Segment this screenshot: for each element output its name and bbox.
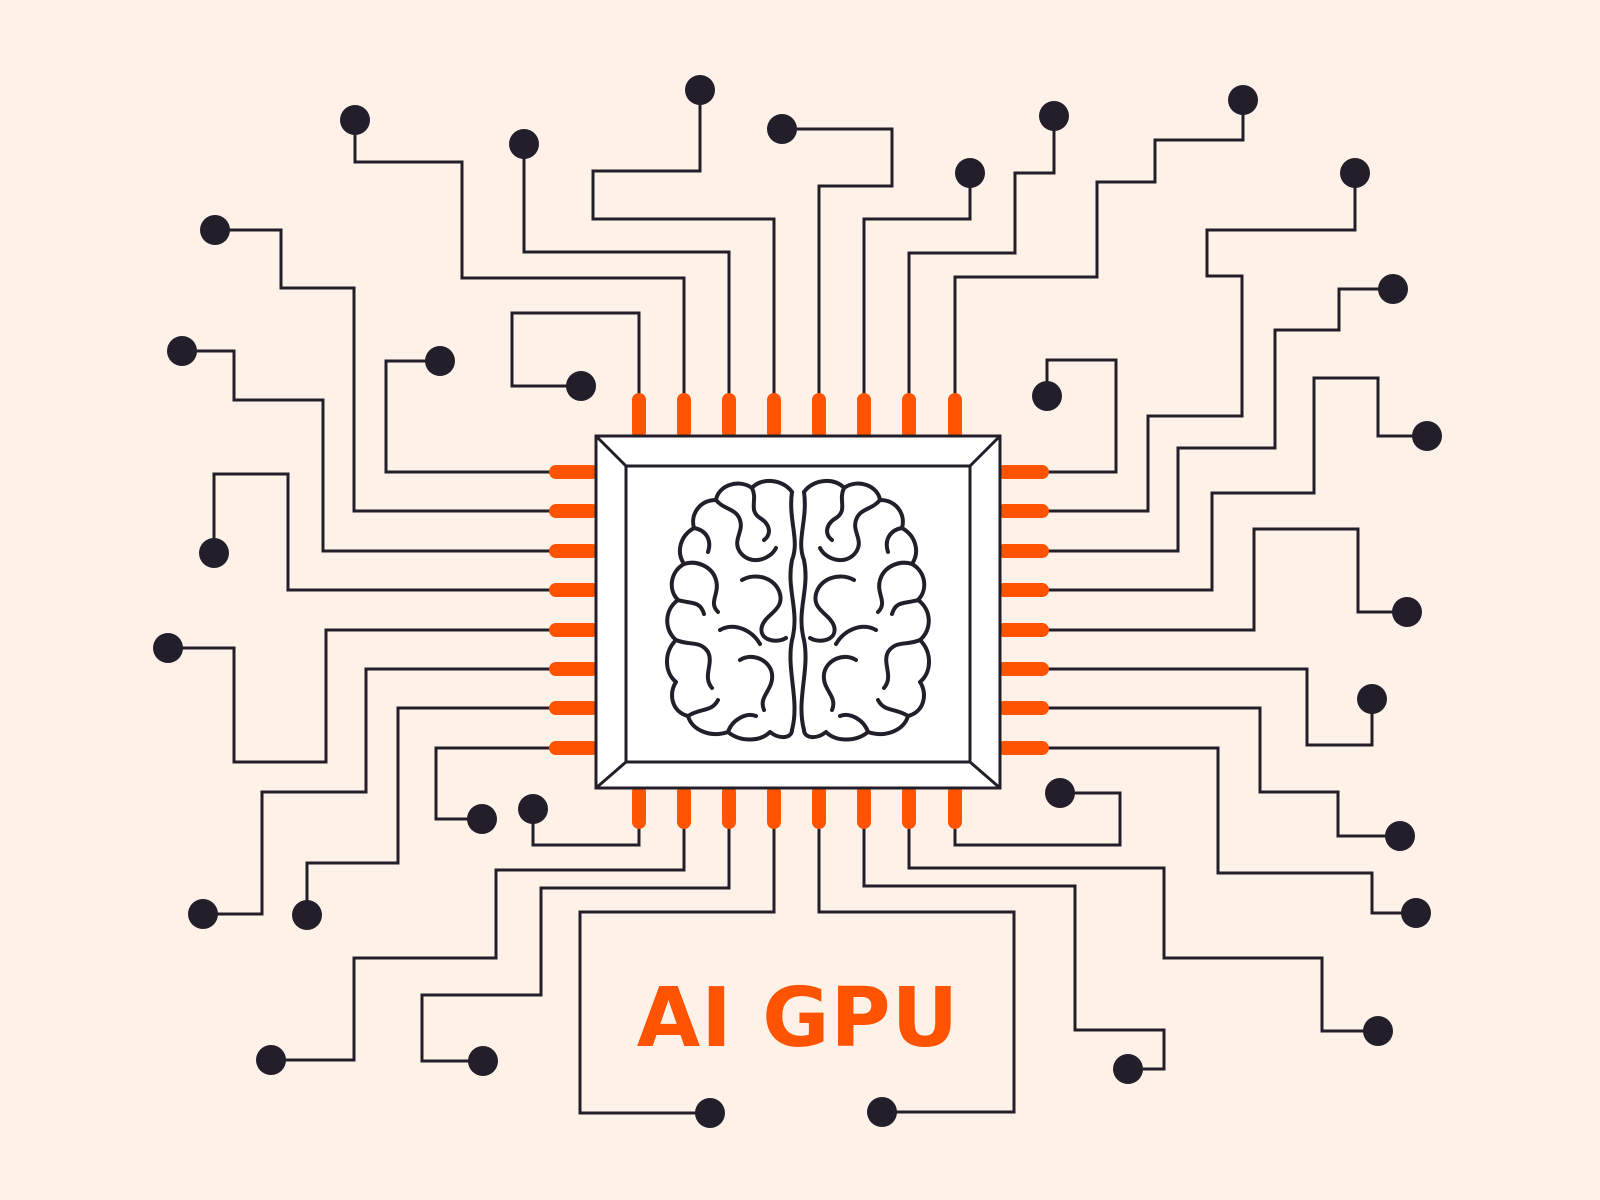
circuit-trace <box>1042 667 1374 747</box>
circuit-trace <box>1042 376 1427 592</box>
circuit-trace <box>212 472 556 592</box>
circuit-trace <box>591 90 776 400</box>
circuit-node <box>1385 821 1415 851</box>
circuit-node <box>1363 1016 1393 1046</box>
circuit-trace <box>182 349 556 553</box>
circuit-node <box>1032 381 1062 411</box>
circuit-trace <box>531 809 641 847</box>
circuit-trace <box>953 791 1122 847</box>
circuit-node <box>200 215 230 245</box>
circuit-trace <box>1042 173 1357 513</box>
circuit-trace <box>907 822 1378 1033</box>
circuit-node <box>685 75 715 105</box>
chip-pins <box>549 393 1049 829</box>
circuit-node <box>1340 158 1370 188</box>
circuit-trace <box>522 144 731 400</box>
circuit-node <box>695 1098 725 1128</box>
circuit-node <box>566 371 596 401</box>
circuit-node <box>1378 274 1408 304</box>
processor-chip-icon <box>594 434 1002 790</box>
circuit-trace <box>1042 527 1407 632</box>
circuit-node <box>1401 898 1431 928</box>
circuit-node <box>1039 101 1069 131</box>
circuit-node <box>867 1097 897 1127</box>
circuit-trace <box>215 228 556 513</box>
circuit-traces <box>168 90 1427 1115</box>
circuit-trace <box>1042 746 1416 915</box>
circuit-trace <box>434 746 556 821</box>
circuit-node <box>518 794 548 824</box>
circuit-node <box>467 804 497 834</box>
chip-label: AI GPU <box>637 971 960 1066</box>
circuit-nodes <box>153 75 1442 1128</box>
circuit-node <box>1113 1054 1143 1084</box>
circuit-node <box>167 336 197 366</box>
circuit-trace <box>1042 287 1393 553</box>
circuit-trace <box>862 173 972 400</box>
circuit-node <box>509 129 539 159</box>
circuit-trace <box>862 822 1166 1071</box>
circuit-node <box>1357 684 1387 714</box>
circuit-node <box>425 346 455 376</box>
circuit-trace <box>817 822 1016 1114</box>
circuit-trace <box>271 822 686 1062</box>
circuit-trace <box>305 706 556 915</box>
circuit-trace <box>1042 706 1400 838</box>
circuit-trace <box>907 116 1056 400</box>
circuit-node <box>468 1046 498 1076</box>
circuit-node <box>955 158 985 188</box>
circuit-node <box>1228 85 1258 115</box>
circuit-node <box>1392 597 1422 627</box>
circuit-trace <box>420 822 731 1063</box>
circuit-node <box>340 105 370 135</box>
circuit-trace <box>353 120 686 400</box>
circuit-node <box>188 899 218 929</box>
brain-icon <box>665 479 931 742</box>
circuit-trace <box>203 667 556 916</box>
circuit-trace <box>384 359 556 474</box>
circuit-trace <box>510 311 641 400</box>
circuit-node <box>199 538 229 568</box>
circuit-trace <box>782 127 894 400</box>
circuit-node <box>292 900 322 930</box>
circuit-trace <box>168 628 556 764</box>
circuit-trace <box>1042 358 1118 474</box>
circuit-node <box>256 1045 286 1075</box>
circuit-trace <box>953 100 1245 400</box>
circuit-node <box>153 633 183 663</box>
circuit-node <box>1412 421 1442 451</box>
circuit-trace <box>578 822 776 1115</box>
circuit-node <box>1045 778 1075 808</box>
circuit-node <box>767 114 797 144</box>
